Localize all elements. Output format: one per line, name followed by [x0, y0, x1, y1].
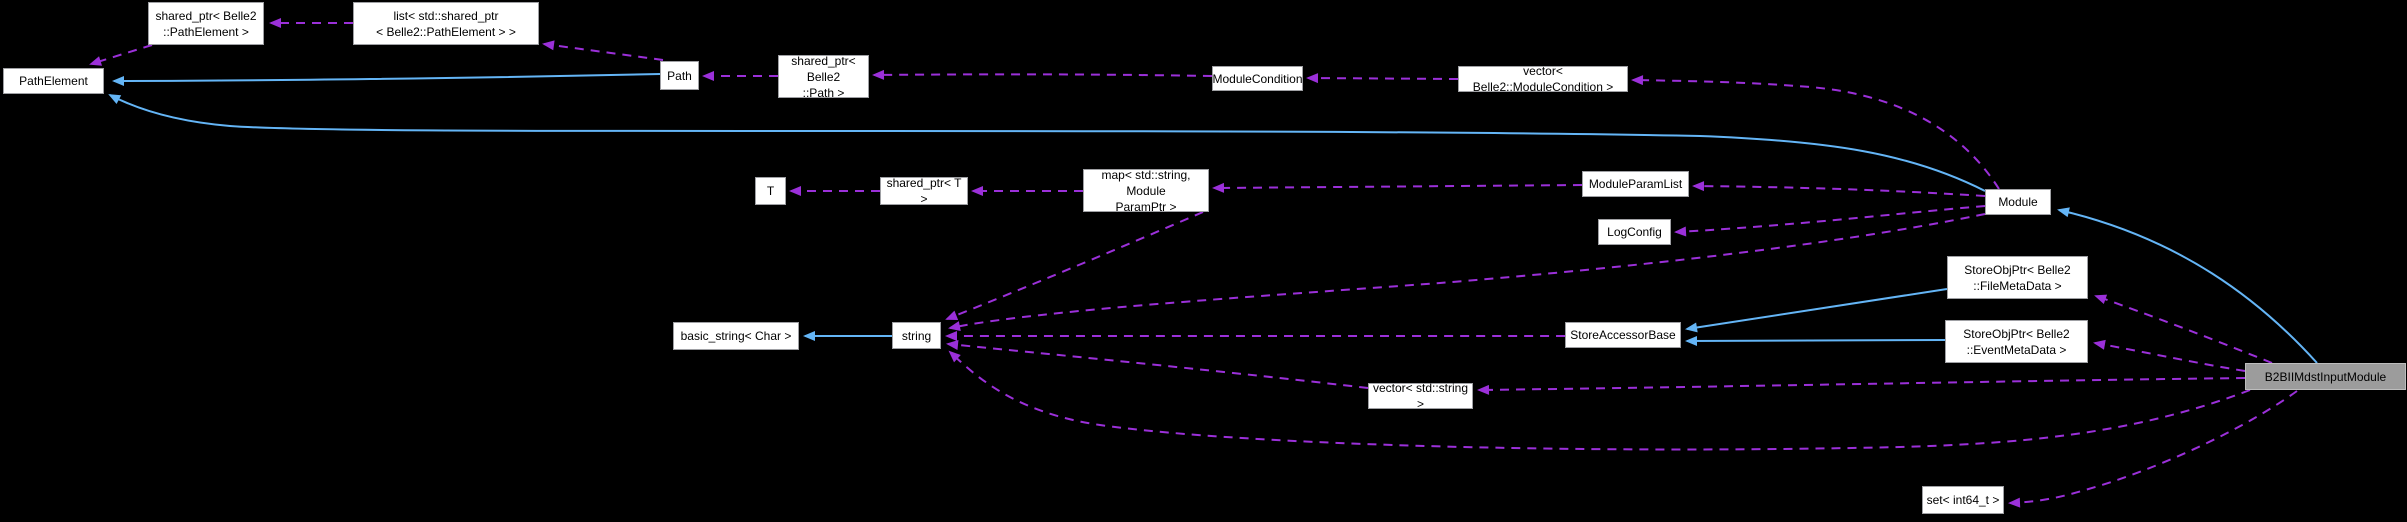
edge-moduleparamlist-uses-map: [1212, 182, 1583, 193]
edge-b2bii-uses-storeobjptr-filemetadata: [2094, 294, 2273, 364]
edge-fileMetaData-inherits-storeaccessorbase: [1685, 288, 1948, 333]
edge-module-uses-string: [948, 213, 1986, 331]
node-string[interactable]: string: [892, 322, 941, 349]
node-log-config[interactable]: LogConfig: [1598, 219, 1671, 245]
node-b2bii-mdst-input-module[interactable]: B2BIIMdstInputModule: [2245, 363, 2406, 390]
node-list-shared-ptr-path-element[interactable]: list< std::shared_ptr < Belle2::PathElem…: [353, 2, 539, 45]
edge-sharedptr-pathelement-uses-pathelement: [89, 44, 153, 66]
edge-path-inherits-pathelement: [112, 73, 661, 86]
node-set-int64-t[interactable]: set< int64_t >: [1922, 486, 2004, 514]
edge-module-uses-vector-modulecondition: [1631, 75, 2000, 190]
edge-b2bii-inherits-module: [2057, 207, 2318, 364]
edge-module-uses-moduleparamlist: [1692, 181, 1986, 197]
node-store-obj-ptr-event-meta-data[interactable]: StoreObjPtr< Belle2 ::EventMetaData >: [1945, 320, 2088, 363]
node-store-obj-ptr-file-meta-data[interactable]: StoreObjPtr< Belle2 ::FileMetaData >: [1947, 256, 2088, 299]
node-vector-module-condition[interactable]: vector< Belle2::ModuleCondition >: [1458, 64, 1628, 94]
edge-vector-modulecondition-uses-modulecondition: [1306, 73, 1459, 84]
edge-map-uses-string: [945, 211, 1204, 320]
node-shared-ptr-t[interactable]: shared_ptr< T >: [880, 176, 968, 206]
edge-module-uses-logconfig: [1674, 205, 1986, 237]
node-basic-string-char[interactable]: basic_string< Char >: [673, 322, 799, 350]
edge-module-inherits-pathelement: [108, 94, 1986, 192]
edge-b2bii-uses-storeobjptr-eventmetadata: [2093, 339, 2246, 372]
node-module-param-list[interactable]: ModuleParamList: [1582, 171, 1689, 197]
edge-modulecondition-uses-sharedptr-path: [872, 69, 1213, 80]
node-t[interactable]: T: [755, 177, 786, 205]
node-shared-ptr-path[interactable]: shared_ptr< Belle2 ::Path >: [778, 54, 869, 100]
node-path[interactable]: Path: [660, 61, 699, 90]
node-shared-ptr-path-element[interactable]: shared_ptr< Belle2 ::PathElement >: [148, 2, 264, 45]
edge-b2bii-uses-set-int64: [2008, 390, 2298, 508]
node-store-accessor-base[interactable]: StoreAccessorBase: [1565, 322, 1681, 348]
node-module-condition[interactable]: ModuleCondition: [1212, 66, 1303, 91]
node-path-element[interactable]: PathElement: [3, 68, 104, 94]
node-vector-std-string[interactable]: vector< std::string >: [1368, 381, 1473, 411]
edge-eventMetaData-inherits-storeaccessorbase: [1685, 335, 1946, 346]
edge-vector-string-uses-string: [946, 340, 1369, 389]
edge-b2bii-uses-string: [948, 350, 2251, 451]
node-module[interactable]: Module: [1985, 189, 2051, 215]
node-map-string-module-param-ptr[interactable]: map< std::string, Module ParamPtr >: [1083, 168, 1209, 214]
edge-b2bii-uses-vector-string: [1477, 377, 2246, 395]
edge-path-uses-list: [542, 40, 664, 61]
